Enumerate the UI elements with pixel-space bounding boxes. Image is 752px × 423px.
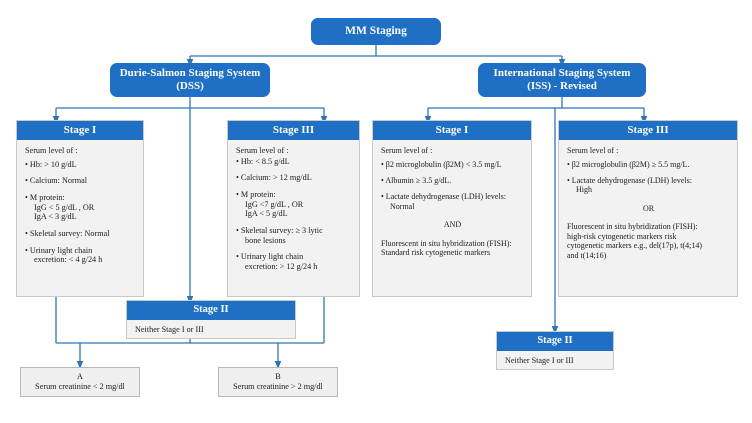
card-iss-stage-3-header: Stage III	[559, 121, 737, 141]
card-iss-stage-1-body: Serum level of : • β2 microglobulin (β2M…	[373, 140, 531, 264]
system-node-dss[interactable]: Durie-Salmon Staging System (DSS)	[110, 63, 270, 97]
card-iss-stage-2[interactable]: Stage II Neither Stage I or III	[496, 331, 614, 370]
system-node-dss-label: Durie-Salmon Staging System (DSS)	[119, 66, 261, 92]
dss-stage-1-item-7: excretion: < 4 g/24 h	[34, 255, 103, 265]
system-node-iss-label: International Staging System (ISS) - Rev…	[493, 66, 631, 92]
iss-stage-3-footer-3: and t(14;16)	[567, 250, 607, 260]
iss-stage-3-intro: Serum level of :	[567, 146, 619, 156]
iss-stage-1-item-2: • Lactate dehydrogenase (LDH) levels:	[381, 192, 506, 202]
card-dss-stage-2-body: Neither Stage I or III	[127, 320, 295, 341]
system-node-iss[interactable]: International Staging System (ISS) - Rev…	[478, 63, 646, 97]
iss-stage-3-item-1: • Lactate dehydrogenase (LDH) levels:	[567, 175, 692, 185]
card-dss-stage-3-header: Stage III	[228, 121, 359, 141]
card-iss-stage-3[interactable]: Stage III Serum level of : • β2 microglo…	[558, 120, 738, 297]
card-dss-stage-1[interactable]: Stage I Serum level of : • Hb: > 10 g/dL…	[16, 120, 144, 297]
card-iss-stage-1[interactable]: Stage I Serum level of : • β2 microglobu…	[372, 120, 532, 297]
dss-substage-a-label: A	[77, 372, 83, 381]
dss-stage-3-item-3: IgG <7 g/dL , OR	[245, 199, 304, 209]
card-iss-stage-2-header: Stage II	[497, 332, 613, 351]
card-dss-stage-3-body: Serum level of : • Hb: < 8.5 g/dL • Calc…	[228, 140, 359, 278]
dss-stage-3-item-8: excretion: > 12 g/24 h	[245, 262, 318, 272]
card-iss-stage-1-header: Stage I	[373, 121, 531, 141]
card-dss-stage-2-header: Stage II	[127, 301, 295, 320]
iss-stage-1-item-0: • β2 microglobulin (β2M) < 3.5 mg/L	[381, 159, 502, 169]
iss-stage-1-footer-0: Fluorescent in situ hybridization (FISH)…	[381, 238, 512, 248]
iss-stage-1-item-1: • Albumin ≥ 3.5 g/dL.	[381, 175, 452, 185]
dss-stage-3-item-2: • M protein:	[236, 190, 276, 200]
card-dss-stage-1-header: Stage I	[17, 121, 143, 141]
dss-stage-1-item-2: • M protein:	[25, 193, 65, 203]
dss-stage-3-item-0: • Hb: < 8.5 g/dL	[236, 156, 290, 166]
leaf-dss-substage-a[interactable]: A Serum creatinine < 2 mg/dl	[20, 367, 140, 397]
card-dss-stage-1-body: Serum level of : • Hb: > 10 g/dL • Calci…	[17, 140, 143, 271]
dss-stage-1-intro: Serum level of :	[25, 146, 78, 156]
dss-stage-3-item-1: • Calcium: > 12 mg/dL	[236, 173, 312, 183]
iss-stage-3-item-0: • β2 microglobulin (β2M) ≥ 5.5 mg/L.	[567, 159, 690, 169]
dss-stage-3-item-6: bone lesions	[245, 235, 286, 245]
dss-substage-a-detail: Serum creatinine < 2 mg/dl	[35, 382, 125, 391]
root-node-mm-staging[interactable]: MM Staging	[311, 18, 441, 45]
card-dss-stage-2[interactable]: Stage II Neither Stage I or III	[126, 300, 296, 339]
dss-substage-b-label: B	[275, 372, 281, 381]
card-iss-stage-2-body: Neither Stage I or III	[497, 351, 613, 372]
dss-stage-1-item-0: • Hb: > 10 g/dL	[25, 159, 77, 169]
dss-stage-3-item-7: • Urinary light chain	[236, 252, 304, 262]
dss-stage-1-item-6: • Urinary light chain	[25, 245, 93, 255]
iss-stage-2-text: Neither Stage I or III	[505, 355, 574, 365]
iss-stage-1-footer-1: Standard risk cytogenetic markers	[381, 248, 491, 258]
iss-stage-3-footer-0: Fluorescent in situ hybridization (FISH)…	[567, 222, 698, 232]
dss-stage-2-text: Neither Stage I or III	[135, 324, 204, 334]
iss-stage-3-connector: OR	[642, 203, 655, 213]
card-iss-stage-3-body: Serum level of : • β2 microglobulin (β2M…	[559, 140, 737, 266]
card-dss-stage-3[interactable]: Stage III Serum level of : • Hb: < 8.5 g…	[227, 120, 360, 297]
iss-stage-3-footer-2: cytogenetic markers e.g., del(17p), t(4;…	[567, 241, 703, 251]
iss-stage-3-footer-1: high-risk cytogenetic markers risk	[567, 231, 677, 241]
dss-stage-1-item-1: • Calcium: Normal	[25, 176, 87, 186]
dss-stage-3-item-5: • Skeletal survey: ≥ 3 lytic	[236, 226, 323, 236]
root-node-label: MM Staging	[345, 25, 407, 38]
dss-stage-3-intro: Serum level of :	[236, 146, 289, 156]
iss-stage-1-intro: Serum level of :	[381, 146, 433, 156]
dss-stage-1-item-4: IgA < 3 g/dL	[34, 212, 77, 222]
dss-stage-1-item-3: IgG < 5 g/dL , OR	[34, 202, 95, 212]
iss-stage-3-item-2: High	[576, 185, 592, 195]
leaf-dss-substage-b[interactable]: B Serum creatinine > 2 mg/dl	[218, 367, 338, 397]
dss-substage-b-detail: Serum creatinine > 2 mg/dl	[233, 382, 323, 391]
dss-stage-3-item-4: IgA < 5 g/dL	[245, 209, 288, 219]
dss-stage-1-item-5: • Skeletal survey: Normal	[25, 229, 110, 239]
iss-stage-1-item-3: Normal	[390, 201, 415, 211]
iss-stage-1-connector: AND	[443, 220, 462, 230]
